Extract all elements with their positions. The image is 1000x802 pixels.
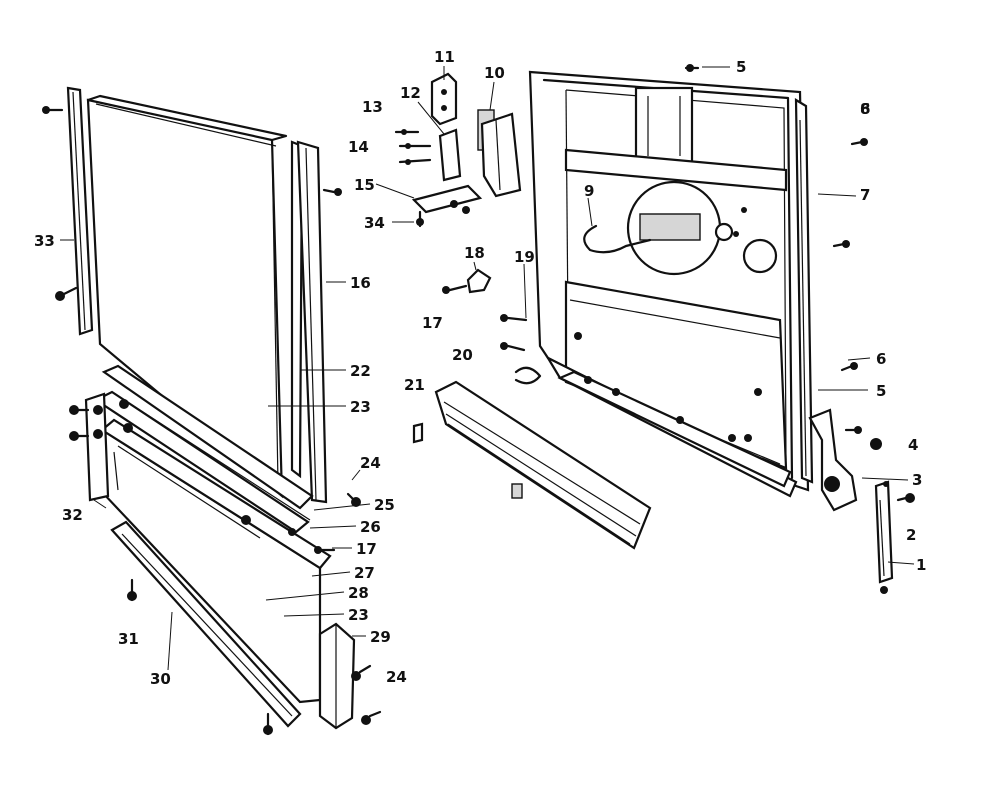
- callout-21: 21: [404, 376, 425, 394]
- callout-29: 29: [370, 628, 391, 646]
- callout-32: 32: [62, 506, 83, 524]
- left-trim-strip: [66, 86, 94, 336]
- callout-18: 18: [464, 244, 485, 262]
- left-hinge-bracket: [84, 392, 110, 502]
- callout-5b: 5: [876, 382, 886, 400]
- callout-31: 31: [118, 630, 139, 648]
- latch-hardware: [394, 72, 522, 228]
- callout-26: 26: [360, 518, 381, 536]
- callout-20: 20: [452, 346, 473, 364]
- callout-1: 1: [916, 556, 926, 574]
- callout-19: 19: [514, 248, 535, 266]
- right-trim-strip: [290, 140, 328, 504]
- inner-door-liner: [528, 70, 814, 498]
- callout-12: 12: [400, 84, 421, 102]
- callout-16: 16: [350, 274, 371, 292]
- callout-14: 14: [348, 138, 369, 156]
- callout-24a: 24: [360, 454, 381, 472]
- callout-13: 13: [362, 98, 383, 116]
- callout-23a: 23: [350, 398, 371, 416]
- callout-5a: 5: [736, 58, 746, 76]
- callout-28: 28: [348, 584, 369, 602]
- callout-22: 22: [350, 362, 371, 380]
- lower-trim-rail: [434, 380, 652, 550]
- right-screws: [684, 64, 915, 503]
- callout-4: 4: [908, 436, 918, 454]
- callout-17b: 17: [356, 540, 377, 558]
- callout-3: 3: [912, 471, 922, 489]
- callout-34: 34: [364, 214, 385, 232]
- callouts: 1 2 3 4 5 5 6 6 7 8 9 10 11 12 13 14 15 …: [34, 48, 926, 688]
- callout-24b: 24: [386, 668, 407, 686]
- right-hinge-arm: [808, 408, 894, 594]
- callout-17a: 17: [422, 314, 443, 332]
- callout-8: 8: [860, 100, 870, 118]
- callout-7: 7: [860, 186, 870, 204]
- callout-9: 9: [584, 182, 594, 200]
- left-screws: [42, 106, 382, 736]
- lower-door-channel: [93, 364, 332, 704]
- callout-30: 30: [150, 670, 171, 688]
- callout-10: 10: [484, 64, 505, 82]
- leader-lines: [60, 66, 915, 671]
- kick-plate: [110, 520, 302, 728]
- small-end-cap: [318, 622, 356, 730]
- callout-23b: 23: [348, 606, 369, 624]
- callout-33: 33: [34, 232, 55, 250]
- callout-25: 25: [374, 496, 395, 514]
- callout-27: 27: [354, 564, 375, 582]
- callout-15: 15: [354, 176, 375, 194]
- callout-6a: 6: [876, 350, 886, 368]
- center-hardware-pieces: [412, 314, 542, 444]
- callout-2: 2: [906, 526, 916, 544]
- callout-11: 11: [434, 48, 455, 66]
- callout-6b: 6: [860, 100, 870, 118]
- door-handle-knob: [442, 268, 492, 294]
